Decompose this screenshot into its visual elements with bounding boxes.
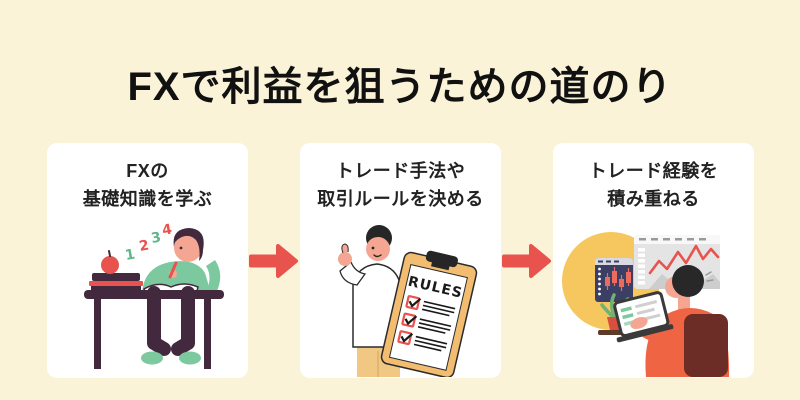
rule-line	[414, 339, 446, 349]
thumbs-up-thumb	[340, 243, 349, 254]
thumbs-up-fist	[337, 252, 352, 266]
laptop-icon	[612, 291, 673, 343]
rule-line	[418, 322, 450, 331]
motion-mark	[705, 279, 714, 282]
student-hair	[173, 228, 204, 261]
checkmark-2	[404, 315, 417, 326]
step-card-learn-basics: FXの 基礎知識を学ぶ 1 2 3 4	[47, 143, 248, 378]
rule-line	[422, 304, 454, 314]
checkmark-3	[400, 332, 413, 343]
book-bottom	[90, 286, 141, 291]
arrow-right-icon	[249, 243, 298, 278]
floating-number-1: 1	[123, 246, 135, 263]
left-shoe	[140, 351, 163, 365]
person-face	[365, 237, 390, 261]
apple-stem	[107, 250, 111, 257]
rules-clipboard: RULES	[380, 250, 477, 377]
person-eye	[371, 246, 374, 250]
checkmark-1	[408, 297, 421, 308]
student-face	[173, 234, 202, 262]
clipboard-clip-neck	[430, 261, 450, 271]
person-trading-at-computer-icon	[561, 232, 729, 377]
motion-mark	[704, 271, 712, 276]
step-2-title: トレード手法や 取引ルールを決める	[317, 143, 484, 217]
desk-right-leg	[203, 299, 211, 369]
step-1-title-line-2: 基礎知識を学ぶ	[82, 188, 213, 209]
step-card-decide-rules: トレード手法や 取引ルールを決める	[300, 143, 501, 378]
red-pen-icon	[168, 261, 177, 279]
desk-left-leg	[93, 299, 101, 369]
checkbox-2	[400, 312, 416, 328]
step-2-title-line-1: トレード手法や	[335, 161, 466, 181]
book-top	[91, 273, 140, 281]
arrow-cell-2	[501, 143, 553, 378]
office-chair	[683, 314, 728, 377]
person-smile	[372, 254, 382, 258]
step-2-title-line-2: 取引ルールを決める	[317, 188, 484, 209]
rule-line	[415, 335, 447, 345]
apple-icon	[100, 256, 119, 274]
arrow-cell-1	[248, 143, 300, 378]
student-right-leg	[170, 286, 195, 356]
floating-number-2: 2	[137, 237, 149, 254]
trader-hand	[629, 316, 648, 330]
trader-hair	[671, 265, 704, 297]
book-middle	[88, 281, 143, 286]
student-propping-arm	[205, 260, 220, 293]
student-left-leg	[146, 286, 171, 356]
step-1-title: FXの 基礎知識を学ぶ	[83, 143, 213, 217]
desk-top	[83, 290, 224, 299]
steps-row: FXの 基礎知識を学ぶ 1 2 3 4	[47, 143, 754, 378]
candlestick-chart-window	[594, 258, 633, 302]
rule-line	[417, 326, 446, 334]
checkbox-3	[396, 330, 412, 346]
step-3-title: トレード経験を 積み重ねる	[589, 143, 719, 217]
step-3-title-line-1: トレード経験を	[588, 161, 719, 181]
rule-line	[421, 308, 450, 317]
person-studying-at-desk-icon: 1 2 3 4	[83, 221, 224, 369]
page-title: FXで利益を狙うための道のり	[127, 65, 673, 109]
person-with-rules-clipboard-icon: RULES	[337, 225, 477, 377]
arrow-right-icon	[502, 243, 551, 278]
clipboard-clip	[425, 250, 458, 268]
floating-number-3: 3	[149, 229, 161, 246]
rule-line	[413, 343, 441, 352]
student-writing-arm	[145, 270, 175, 289]
step-3-title-line-2: 積み重ねる	[607, 188, 700, 209]
right-shoe	[178, 351, 201, 365]
rule-line	[419, 318, 451, 328]
floating-number-4: 4	[160, 221, 173, 238]
step-card-gain-experience: トレード経験を 積み重ねる	[553, 143, 754, 378]
student-eye	[179, 246, 182, 250]
price-line	[648, 244, 719, 275]
checkbox-1	[404, 295, 420, 311]
step-1-title-line-1: FXの	[126, 161, 169, 181]
rule-line	[423, 300, 455, 310]
